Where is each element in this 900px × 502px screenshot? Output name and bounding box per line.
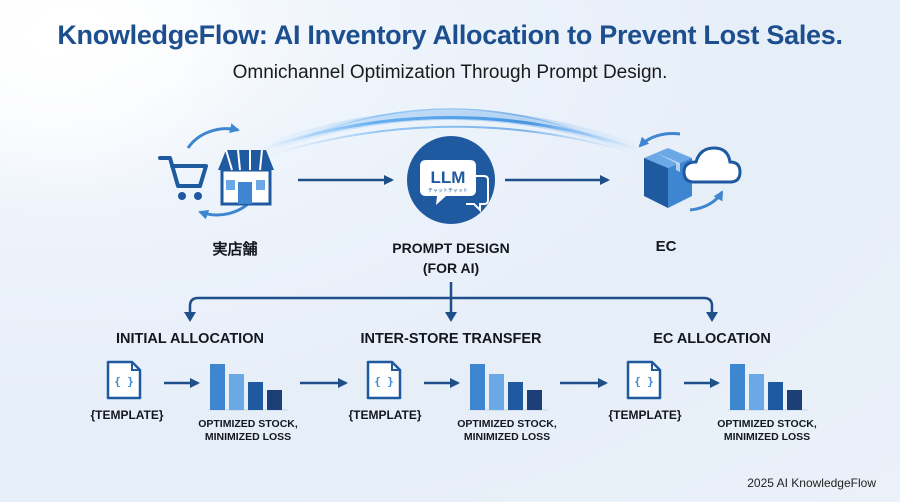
declining-bar-chart-icon	[208, 364, 288, 411]
llm-icon-text: LLM	[431, 168, 466, 187]
result-label-line1: OPTIMIZED STOCK,	[198, 418, 298, 430]
result-label: OPTIMIZED STOCK, MINIMIZED LOSS	[173, 418, 323, 444]
bar-1	[489, 374, 504, 410]
bar-1	[229, 374, 244, 410]
template-icon-text: { }	[374, 375, 394, 388]
bar-0	[730, 364, 745, 410]
page-subtitle: Omnichannel Optimization Through Prompt …	[232, 62, 668, 83]
result-label-line2: MINIMIZED LOSS	[463, 431, 551, 443]
bar-3	[527, 390, 542, 410]
section-title-inter-store-transfer: INTER-STORE TRANSFER	[360, 331, 542, 347]
bar-2	[768, 382, 783, 410]
template-label: {TEMPLATE}	[90, 408, 164, 422]
cloud-icon	[682, 146, 742, 184]
result-label: OPTIMIZED STOCK, MINIMIZED LOSS	[432, 418, 582, 444]
template-icon-text: { }	[634, 375, 654, 388]
bar-0	[470, 364, 485, 410]
ec-cycle-arrows-icon	[638, 132, 724, 212]
bar-2	[248, 382, 263, 410]
llm-icon-subtext: チャットチャット	[428, 188, 468, 194]
prompt-design-label-line2: (FOR AI)	[422, 260, 480, 276]
section-title-initial-allocation: INITIAL ALLOCATION	[116, 331, 264, 347]
branch-connector	[184, 282, 718, 322]
result-label-line2: MINIMIZED LOSS	[723, 431, 811, 443]
bar-3	[267, 390, 282, 410]
template-label: {TEMPLATE}	[348, 408, 422, 422]
template-icon-text: { }	[114, 375, 134, 388]
template-label: {TEMPLATE}	[608, 408, 682, 422]
result-label-line1: OPTIMIZED STOCK,	[717, 418, 817, 430]
section-flow-1: { }	[366, 360, 608, 411]
result-label-line1: OPTIMIZED STOCK,	[457, 418, 557, 430]
declining-bar-chart-icon	[468, 364, 548, 411]
template-document-icon: { }	[626, 360, 662, 400]
prompt-design-label-line1: PROMPT DESIGN	[392, 240, 510, 256]
result-label: OPTIMIZED STOCK, MINIMIZED LOSS	[692, 418, 842, 444]
ec-label: EC	[655, 238, 677, 255]
storefront-icon	[218, 149, 274, 206]
data-stream-beam	[258, 108, 642, 156]
llm-chat-icon: LLM チャットチャット	[407, 136, 495, 224]
section-title-ec-allocation: EC ALLOCATION	[653, 331, 771, 347]
bar-3	[787, 390, 802, 410]
section-flow-2: { }	[626, 360, 808, 411]
declining-bar-chart-icon	[728, 364, 808, 411]
footer-credit: 2025 AI KnowledgeFlow	[747, 476, 876, 490]
page-title: KnowledgeFlow: AI Inventory Allocation t…	[57, 20, 843, 50]
bar-0	[210, 364, 225, 410]
shopping-cart-icon	[158, 156, 208, 200]
store-label: 実店舗	[212, 241, 258, 258]
section-flow-0: { }	[106, 360, 348, 411]
result-label-line2: MINIMIZED LOSS	[204, 431, 292, 443]
bar-2	[508, 382, 523, 410]
template-document-icon: { }	[106, 360, 142, 400]
bar-1	[749, 374, 764, 410]
template-document-icon: { }	[366, 360, 402, 400]
prompt-design-label: PROMPT DESIGN (FOR AI)	[351, 238, 551, 278]
